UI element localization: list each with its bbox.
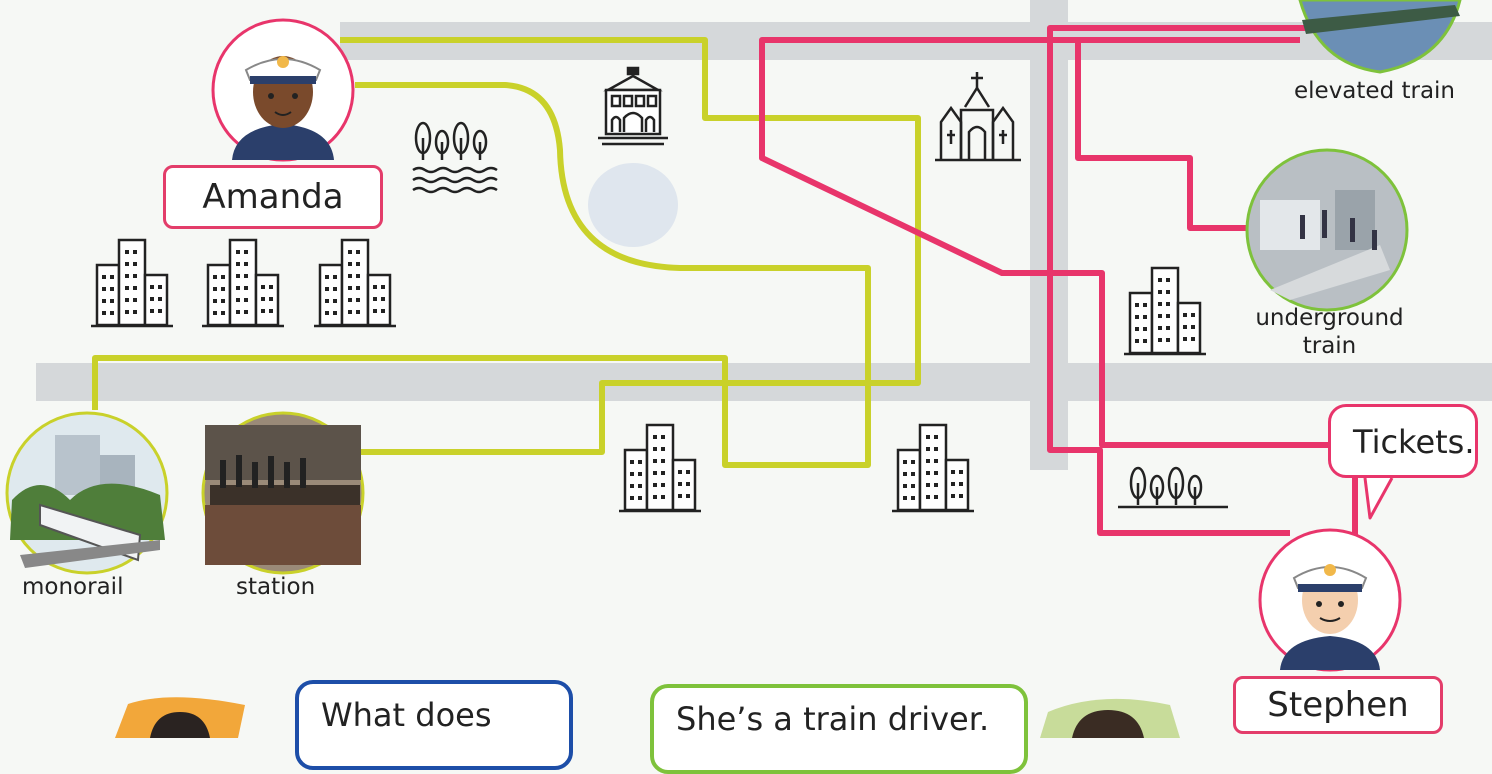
stephen-avatar xyxy=(1258,528,1402,672)
park-trees-icon xyxy=(1129,466,1203,507)
question-speech-bubble: What does xyxy=(295,680,573,770)
stephen-name-tag: Stephen xyxy=(1233,676,1443,734)
station-label: station xyxy=(236,574,316,600)
answer-speech-bubble: She’s a train driver. xyxy=(650,684,1028,774)
elevated-train-photo xyxy=(1298,0,1462,74)
monorail-label: monorail xyxy=(22,574,124,600)
stephen-speech-bubble: Tickets. xyxy=(1328,404,1478,478)
boy-avatar xyxy=(115,697,245,738)
underground-train-label-line2: train xyxy=(1302,333,1357,359)
lake-icon xyxy=(588,163,678,247)
building-icon xyxy=(617,423,703,513)
monorail-photo xyxy=(5,411,169,575)
building-icon xyxy=(89,238,175,328)
pink-train-line xyxy=(759,25,1358,536)
station-photo xyxy=(201,411,365,575)
museum-icon xyxy=(598,66,668,146)
girl-avatar xyxy=(1040,698,1180,738)
church-icon xyxy=(935,72,1021,162)
building-icon xyxy=(312,238,398,328)
park-trees-icon xyxy=(414,121,488,162)
river-icon xyxy=(412,166,498,194)
underground-train-label-line1: underground xyxy=(1255,305,1404,331)
building-icon xyxy=(200,238,286,328)
yellow-train-line xyxy=(92,37,921,468)
underground-train-photo xyxy=(1245,148,1409,312)
amanda-avatar xyxy=(211,18,355,162)
amanda-name-tag: Amanda xyxy=(163,165,383,229)
building-icon xyxy=(890,423,976,513)
speech-tail xyxy=(1363,477,1394,520)
city-map xyxy=(5,0,1492,738)
building-icon xyxy=(1122,266,1208,356)
elevated-train-label: elevated train xyxy=(1294,78,1456,104)
